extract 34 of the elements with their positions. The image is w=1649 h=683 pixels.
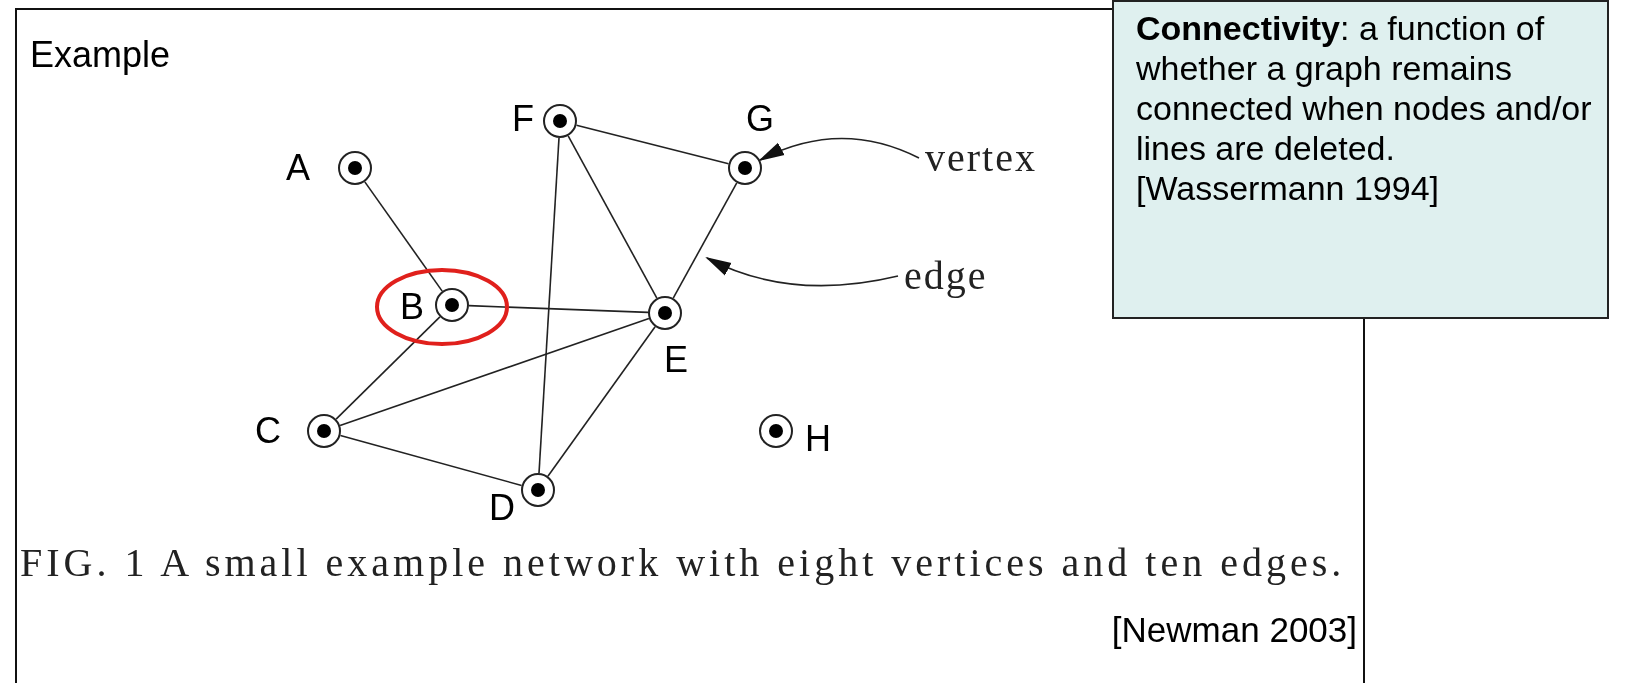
vertex-label: B xyxy=(400,286,424,328)
leader-line xyxy=(705,257,899,287)
annotation-text: edge xyxy=(904,252,988,299)
citation: [Newman 2003] xyxy=(1111,610,1357,650)
vertex-circle xyxy=(728,151,762,185)
edge-line xyxy=(538,137,560,474)
edge-line xyxy=(364,181,443,292)
vertex-circle xyxy=(543,104,577,138)
title: Example xyxy=(30,34,171,76)
edge-line xyxy=(339,317,650,427)
vertex-label: D xyxy=(489,487,515,529)
definition-note: Connectivity: a function of whether a graph remains connected when nodes and/or lines are deleted. [Wassermann 1994] xyxy=(1112,0,1609,319)
vertex-circle xyxy=(648,296,682,330)
vertex-label: F xyxy=(512,98,534,140)
vertex-label: C xyxy=(255,410,281,452)
vertex-circle xyxy=(307,414,341,448)
vertex-label: G xyxy=(746,98,774,140)
edge-line xyxy=(335,316,441,420)
vertex-label: H xyxy=(805,418,831,460)
edge-line xyxy=(575,124,730,165)
edge-line xyxy=(567,135,658,299)
vertex-circle xyxy=(338,151,372,185)
leader-line xyxy=(758,137,920,161)
figure-caption: FIG. 1 A small example network with eight vertices and ten edges. xyxy=(20,539,1347,587)
edge-line xyxy=(672,182,738,299)
edge-line xyxy=(468,304,649,314)
edge-line xyxy=(547,326,656,477)
vertex-circle xyxy=(521,473,555,507)
vertex-circle xyxy=(759,414,793,448)
vertex-label: E xyxy=(664,339,688,381)
vertex-circle xyxy=(435,288,469,322)
annotation-text: vertex xyxy=(925,134,1037,181)
vertex-label: A xyxy=(286,147,310,189)
edge-line xyxy=(339,434,523,487)
